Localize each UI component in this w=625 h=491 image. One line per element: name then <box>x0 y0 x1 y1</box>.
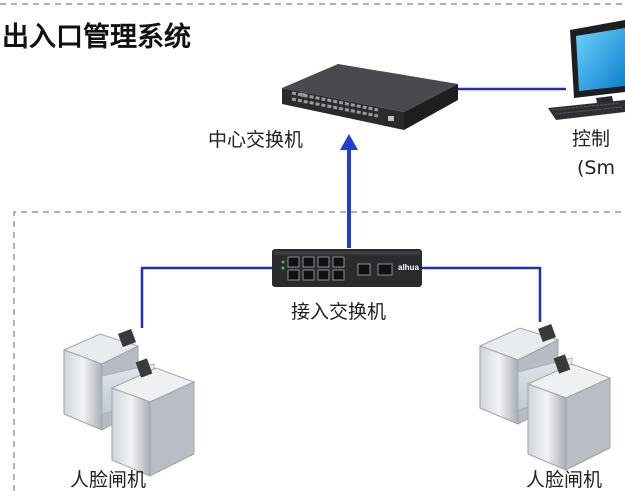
right-gate-icon <box>478 324 612 471</box>
control-pc-label-line1: 控制 <box>572 128 610 150</box>
control-pc-label-line2: (Sm <box>577 157 615 179</box>
uplink-arrow-head <box>340 134 358 150</box>
core-switch-icon <box>282 64 458 130</box>
link-access-to-right-gate <box>422 266 542 322</box>
access-switch-icon <box>272 249 422 287</box>
access-switch-brand: alhua <box>398 263 419 272</box>
control-pc-icon <box>548 20 625 120</box>
right-gate-label: 人脸闸机 <box>526 469 602 491</box>
access-switch-label: 接入交换机 <box>291 301 386 323</box>
left-gate-label: 人脸闸机 <box>70 469 146 491</box>
access-switch-ports <box>287 256 393 281</box>
left-gate-icon <box>62 329 196 477</box>
core-switch-label: 中心交换机 <box>208 129 303 151</box>
access-layer-dashed-border <box>13 211 625 491</box>
link-access-to-left-gate <box>140 266 272 328</box>
page-title: 出入口管理系统 <box>2 21 191 53</box>
